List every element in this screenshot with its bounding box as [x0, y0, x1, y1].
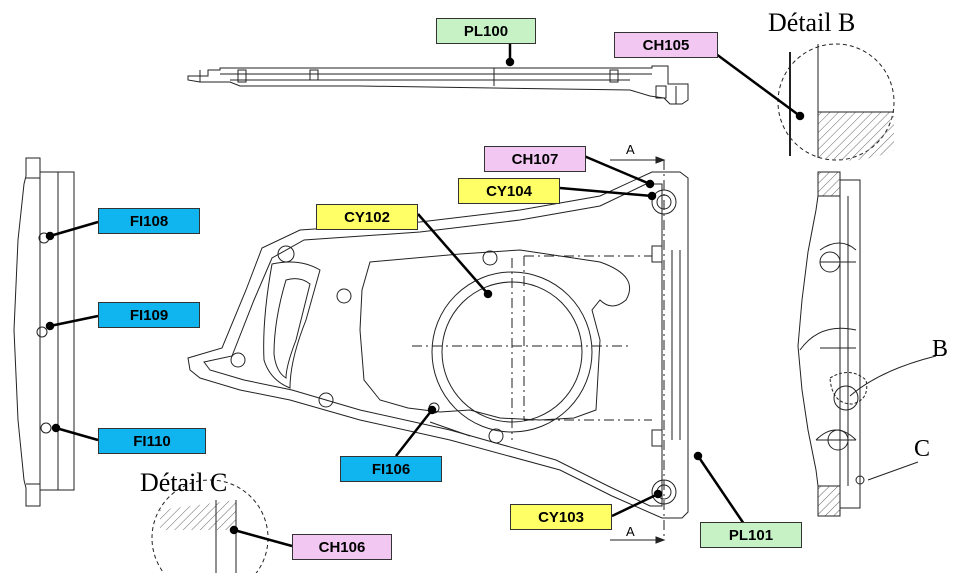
- section-arrows: [610, 156, 666, 544]
- top-view: [187, 65, 689, 105]
- callout-circles: [833, 355, 937, 481]
- tag-ch107: CH107: [484, 146, 586, 172]
- left-side-view: [13, 157, 75, 507]
- tag-cy102: CY102: [316, 204, 418, 230]
- section-a-bottom-label: A: [626, 524, 635, 539]
- callout-letter-c: C: [914, 436, 931, 462]
- detail-b-view: [777, 43, 895, 161]
- section-a-top-label: A: [626, 142, 635, 157]
- tag-pl101: PL101: [700, 522, 802, 548]
- tag-cy103: CY103: [510, 504, 612, 530]
- detail-c-view: [151, 479, 269, 573]
- construction-lines: [412, 160, 665, 540]
- detail-c-title: Détail C: [140, 468, 228, 497]
- tag-fi110: FI110: [98, 428, 206, 454]
- tag-fi108: FI108: [98, 208, 200, 234]
- tag-pl100: PL100: [436, 18, 536, 44]
- tag-ch106: CH106: [292, 534, 392, 560]
- leader-lines: [45, 40, 805, 548]
- callout-letter-b: B: [932, 336, 949, 362]
- tag-fi109: FI109: [98, 302, 200, 328]
- tag-ch105: CH105: [614, 32, 718, 58]
- right-section-view: [797, 171, 868, 517]
- detail-b-title: Détail B: [768, 8, 856, 37]
- tag-cy104: CY104: [458, 178, 560, 204]
- tag-fi106: FI106: [340, 456, 442, 482]
